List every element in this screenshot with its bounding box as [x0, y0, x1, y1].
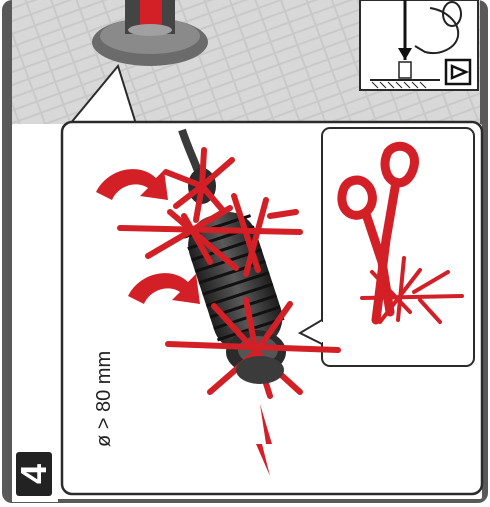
step-number: 4 [12, 456, 56, 492]
step-number-badge: 4 [16, 452, 52, 496]
play-triangle-icon [446, 60, 470, 84]
diameter-spec-label: ø > 80 mm [93, 357, 117, 447]
scissors-inset [300, 128, 474, 366]
